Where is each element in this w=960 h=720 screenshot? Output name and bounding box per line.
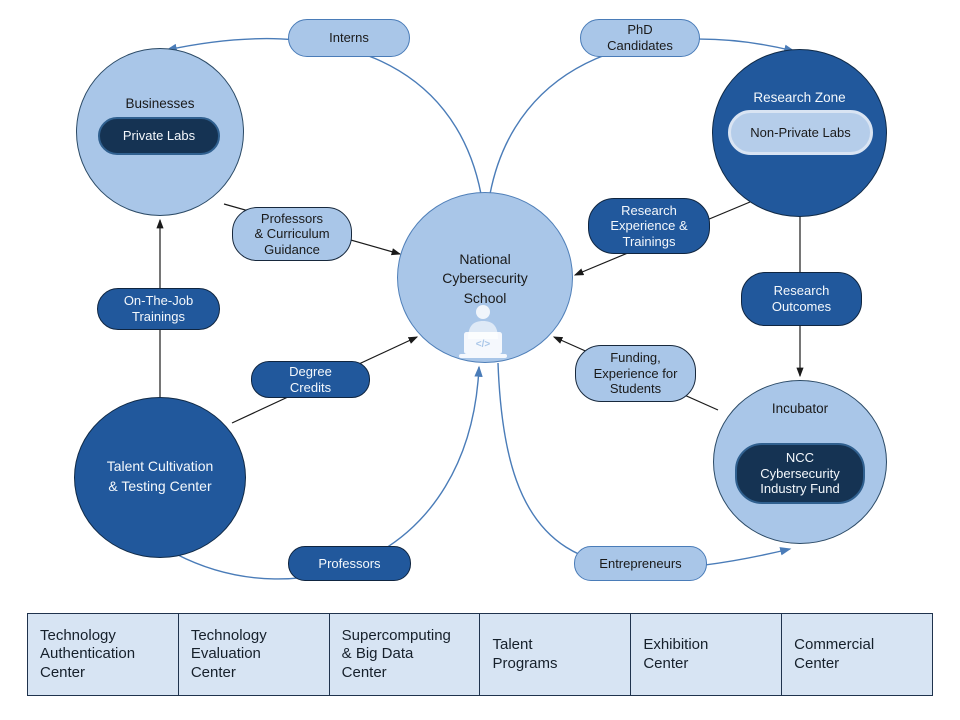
research-zone-label: Research Zone [753,90,846,105]
private-labs-pill: Private Labs [98,117,220,155]
curve-school-to-incubator [497,362,792,570]
businesses-label: Businesses [125,96,195,111]
footer-cell-supercomputing-big-data: Supercomputing & Big Data Center [330,614,481,695]
curve-school-to-businesses [165,38,482,195]
phd-candidates-pill: PhD Candidates [580,19,700,57]
on-the-job-pill: On-The-Job Trainings [97,288,220,330]
professors-curriculum-pill: Professors & Curriculum Guidance [232,207,352,261]
funding-experience-pill: Funding, Experience for Students [575,345,696,402]
talent-center-label: Talent Cultivation & Testing Center [106,458,214,495]
interns-pill: Interns [288,19,410,57]
footer-cell-exhibition-center: Exhibition Center [631,614,783,695]
footer-cell-talent-programs: Talent Programs [480,614,632,695]
footer-cell-technology-evaluation: Technology Evaluation Center [179,614,330,695]
research-experience-pill: Research Experience & Trainings [588,198,710,254]
talent-center-circle [74,397,246,558]
incubator-label: Incubator [771,401,829,416]
svg-text:</>: </> [476,339,491,350]
school-label: National Cybersecurity School [442,251,528,306]
footer-table: Technology Authentication Center Technol… [27,613,933,696]
footer-cell-technology-authentication: Technology Authentication Center [28,614,179,695]
ncc-fund-pill: NCC Cybersecurity Industry Fund [735,443,865,504]
footer-cell-commercial-center: Commercial Center [794,636,875,672]
curve-school-to-researchzone [489,38,796,195]
degree-credits-pill: Degree Credits [251,361,370,398]
research-outcomes-pill: Research Outcomes [741,272,862,326]
person-laptop-icon: </> [459,305,507,358]
non-private-labs-pill: Non-Private Labs [728,110,873,155]
professors-pill: Professors [288,546,411,581]
entrepreneurs-pill: Entrepreneurs [574,546,707,581]
